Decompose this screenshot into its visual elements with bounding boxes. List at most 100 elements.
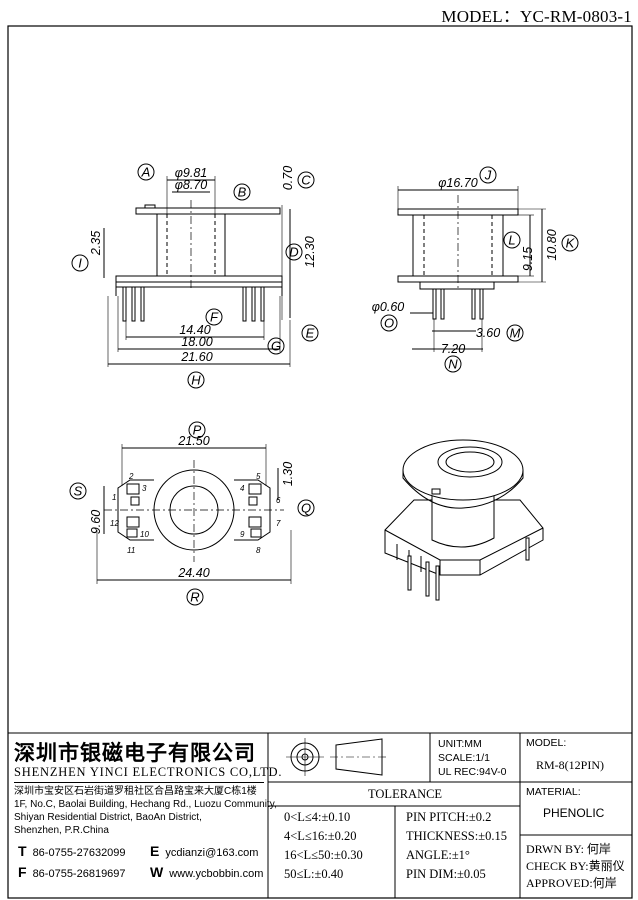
email-address: ycdianzi@163.com <box>165 847 259 859</box>
model-label: MODEL <box>441 7 503 26</box>
label-r: R <box>190 590 199 605</box>
drawn-by-label: DRWN BY: <box>526 842 584 856</box>
drawn-by-name: 何岸 <box>586 842 611 856</box>
address-block: 深圳市宝安区石岩街道罗租社区合昌路宝来大厦C栋1楼 1F, No.C, Baol… <box>14 785 277 837</box>
pin-number: 12 <box>110 519 119 528</box>
address-cn: 深圳市宝安区石岩街道罗租社区合昌路宝来大厦C栋1楼 <box>14 786 257 797</box>
pin-number: 4 <box>240 484 245 493</box>
fax: F 86-0755-26819697 <box>18 864 126 880</box>
dim-f: 14.40 <box>179 323 210 337</box>
model-field-value: RM-8(12PIN) <box>536 758 604 772</box>
label-o: O <box>384 316 394 331</box>
dim-d: 12.30 <box>303 236 317 267</box>
tolerance-title: TOLERANCE <box>368 787 443 801</box>
label-a: A <box>141 165 151 180</box>
company-name-cn: 深圳市银磁电子有限公司 <box>14 740 256 765</box>
tolerance-row: 4<L≤16:±0.20 <box>284 829 357 843</box>
label-l: L <box>508 233 515 248</box>
pin-number: 8 <box>256 546 261 555</box>
fax-letter: F <box>18 864 27 880</box>
address-en-line: 1F, No.C, Baolai Building, Hechang Rd., … <box>14 799 277 810</box>
side-view <box>397 186 546 352</box>
check-by-row: CHECK BY:黄丽仪 <box>526 857 625 874</box>
label-d: D <box>289 245 298 260</box>
approved-label: APPROVED: <box>526 876 593 890</box>
drawing-frame <box>7 25 633 899</box>
dim-m: 3.60 <box>476 326 500 340</box>
dim-n: 7.20 <box>441 342 465 356</box>
pin-number: 6 <box>276 496 281 505</box>
label-q: Q <box>301 501 311 516</box>
web-address: www.ycbobbin.com <box>169 868 264 880</box>
dim-a: φ9.81 <box>175 166 207 180</box>
material-label: MATERIAL: <box>526 786 581 798</box>
unit: UNIT:MM <box>438 738 482 750</box>
dim-b: φ8.70 <box>175 178 208 192</box>
company-name-en: SHENZHEN YINCI ELECTRONICS CO,LTD. <box>14 765 283 779</box>
title-block-grid <box>8 732 632 898</box>
pin-spec-row: ANGLE:±1° <box>406 848 470 862</box>
pin-number: 11 <box>127 546 135 555</box>
model-value: YC-RM-0803-1 <box>520 7 632 26</box>
label-i: I <box>78 256 82 271</box>
front-view <box>103 176 291 367</box>
tolerance-row: 50≤L:±0.40 <box>284 867 344 881</box>
dim-k: 10.80 <box>545 229 559 260</box>
label-e: E <box>306 326 315 341</box>
address-en-line: Shiyan Residential District, BaoAn Distr… <box>14 812 202 823</box>
material-value: PHENOLIC <box>543 806 605 820</box>
check-by-name: 黄丽仪 <box>588 859 625 873</box>
dim-c: 0.70 <box>281 166 295 190</box>
label-j: J <box>484 168 492 183</box>
model-field-label: MODEL: <box>526 737 567 749</box>
web-letter: W <box>150 864 164 880</box>
dim-r: 24.40 <box>177 566 209 580</box>
pin-number: 7 <box>276 519 281 528</box>
approved-row: APPROVED:何岸 <box>526 874 617 891</box>
dim-s: 9.60 <box>89 510 103 534</box>
tel-letter: T <box>18 843 27 859</box>
ul-rec: UL REC:94V-0 <box>438 766 507 778</box>
pin-spec-row: THICKNESS:±0.15 <box>406 829 507 843</box>
dim-o: φ0.60 <box>372 300 405 314</box>
pin-number: 9 <box>240 530 245 539</box>
scale: SCALE:1/1 <box>438 752 490 764</box>
label-f: F <box>210 310 219 325</box>
tolerance-row: 16<L≤50:±0.30 <box>284 848 363 862</box>
label-s: S <box>74 484 83 499</box>
label-b: B <box>238 185 247 200</box>
dim-i: 2.35 <box>89 231 103 256</box>
bottom-view <box>96 444 292 584</box>
pin-number: 3 <box>142 484 147 493</box>
dim-g: 18.00 <box>181 335 212 349</box>
drawn-by-row: DRWN BY: 何岸 <box>526 840 611 857</box>
label-p: P <box>193 423 202 438</box>
label-k: K <box>566 236 576 251</box>
label-g: G <box>271 339 281 354</box>
approved-name: 何岸 <box>592 876 617 890</box>
tolerance-row: 0<L≤4:±0.10 <box>284 810 351 824</box>
pin-number: 2 <box>128 472 134 481</box>
pin-spec-row: PIN PITCH:±0.2 <box>406 810 492 824</box>
pin-number: 1 <box>112 493 116 502</box>
label-h: H <box>191 373 201 388</box>
front-view-annotations <box>71 163 319 389</box>
check-by-label: CHECK BY: <box>526 859 589 873</box>
fax-number: 86-0755-26819697 <box>32 868 126 880</box>
address-en-line: Shenzhen, P.R.China <box>14 825 109 836</box>
pin-spec-row: PIN DIM:±0.05 <box>406 867 486 881</box>
side-view-annotations <box>380 166 579 373</box>
pin-number: 10 <box>140 530 149 539</box>
divider <box>14 782 264 783</box>
label-n: N <box>448 357 458 372</box>
isometric-view <box>384 439 544 601</box>
email-letter: E <box>150 843 160 859</box>
dim-l: 9.15 <box>521 247 535 271</box>
label-m: M <box>510 326 521 341</box>
pin-number: 5 <box>256 472 261 481</box>
bottom-view-annotations <box>69 421 315 606</box>
label-c: C <box>301 173 311 188</box>
dim-h: 21.60 <box>180 350 212 364</box>
